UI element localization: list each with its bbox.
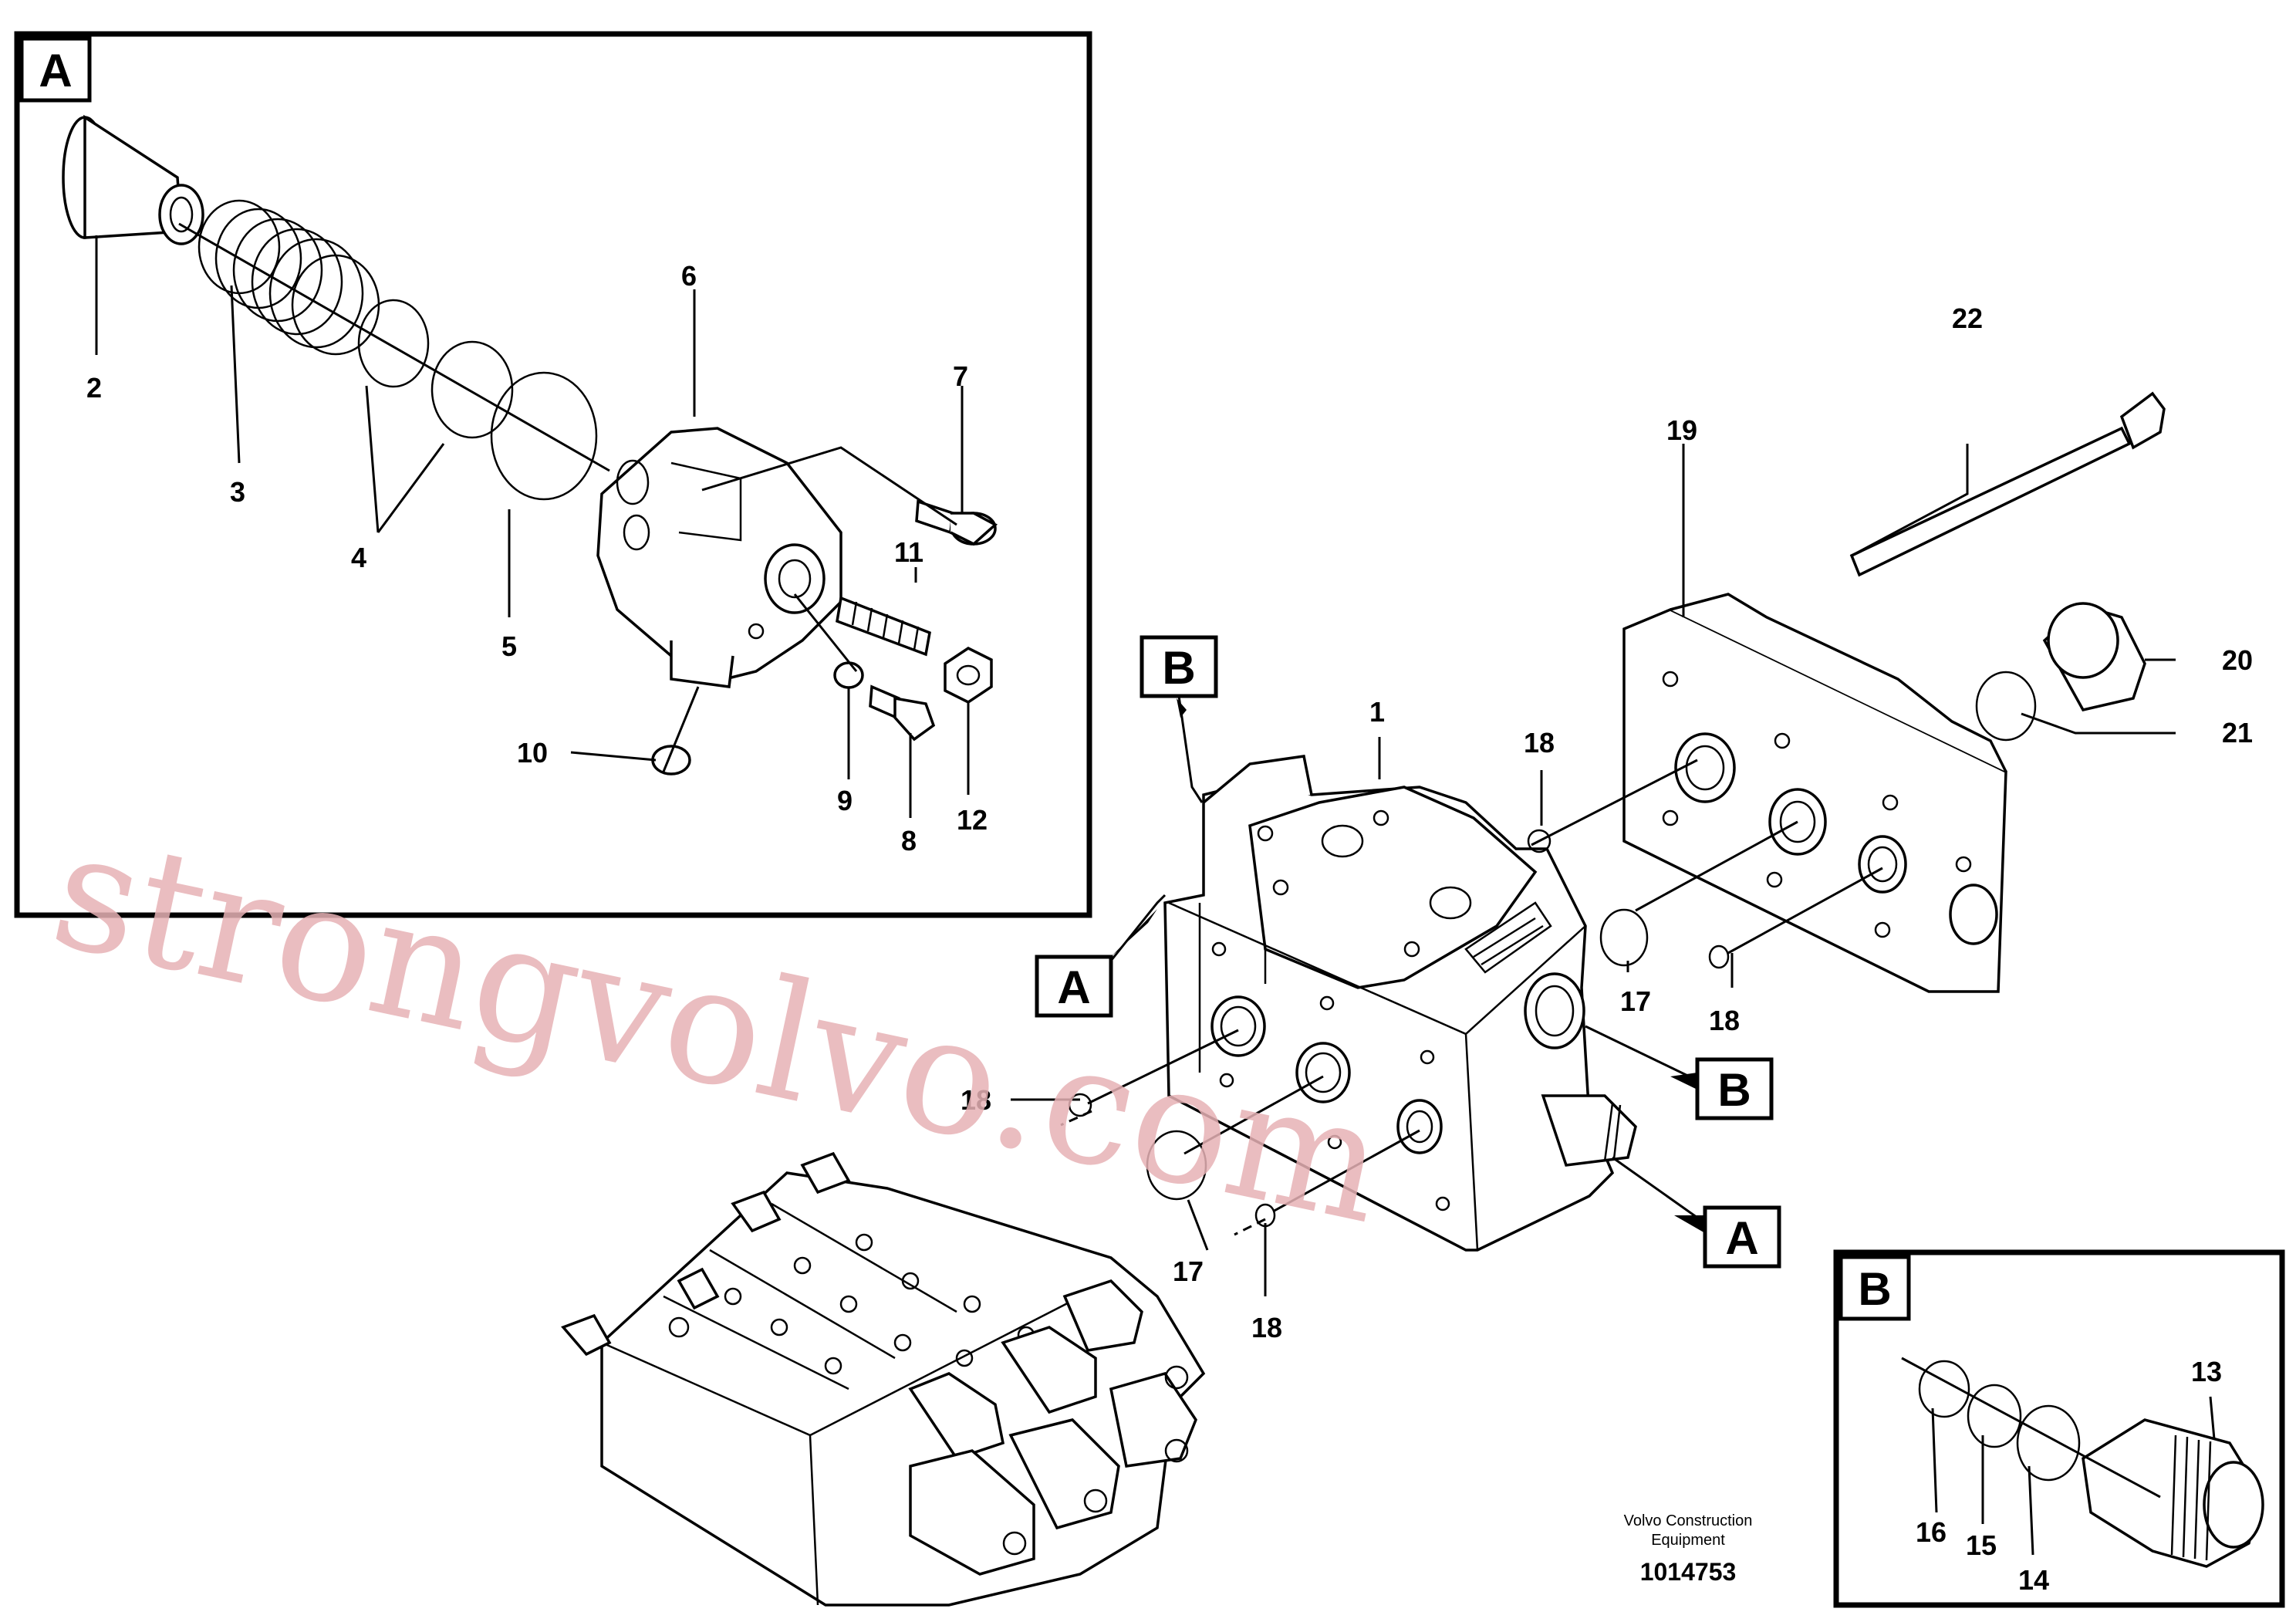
part-number-22: 22 <box>1952 302 1983 334</box>
long-bolt-22 <box>1849 391 2166 577</box>
callout-a-left: A <box>1035 894 1167 1018</box>
o-ring-18-c <box>1068 1093 1092 1117</box>
set-screw-11 <box>836 596 931 657</box>
part-number-16: 16 <box>1916 1516 1947 1548</box>
o-ring-21 <box>1975 671 2037 742</box>
o-ring-4b <box>430 340 514 439</box>
end-cover-19 <box>1622 593 2007 993</box>
svg-text:B: B <box>1717 1064 1751 1116</box>
o-ring-5 <box>490 371 598 501</box>
part-number-1: 1 <box>1369 696 1385 728</box>
main-valve-block <box>1163 755 1637 1252</box>
detail-a-frame <box>14 31 1092 918</box>
cartridge-13 <box>2082 1418 2264 1568</box>
valve-housing-part <box>596 427 842 688</box>
svg-text:A: A <box>1057 961 1090 1013</box>
svg-text:A: A <box>1725 1212 1758 1264</box>
o-ring-17-lower <box>1146 1130 1207 1201</box>
plug-20 <box>2042 602 2146 712</box>
company-name-line2: Equipment <box>1651 1532 1725 1549</box>
detail-b-frame <box>1833 1249 2285 1608</box>
part-number-20: 20 <box>2222 644 2253 676</box>
part-number-3: 3 <box>230 476 245 508</box>
bolt-8 <box>869 684 936 742</box>
o-ring-17-upper <box>1599 908 1649 967</box>
part-number-19: 19 <box>1666 414 1697 446</box>
detail-a-label: A <box>39 45 72 96</box>
part-number-4: 4 <box>351 542 366 573</box>
washer-9 <box>833 661 864 689</box>
part-number-9: 9 <box>837 785 853 816</box>
part-number-17-a: 17 <box>1620 985 1651 1017</box>
part-number-18-d: 18 <box>1251 1312 1282 1343</box>
part-number-18-a: 18 <box>1524 727 1555 759</box>
spring-part <box>198 199 380 356</box>
part-number-12: 12 <box>957 804 988 836</box>
part-number-18-c: 18 <box>961 1084 991 1116</box>
callout-b-upper: B <box>1140 635 1218 803</box>
o-ring-18-b <box>1708 944 1730 969</box>
nut-12 <box>944 646 993 705</box>
part-number-14: 14 <box>2018 1564 2049 1596</box>
part-number-2: 2 <box>86 372 102 404</box>
o-ring-16 <box>1918 1360 1970 1418</box>
part-number-5: 5 <box>501 630 517 662</box>
part-number-17-b: 17 <box>1173 1255 1204 1287</box>
callout-a-right: A <box>1612 1156 1781 1269</box>
o-ring-14 <box>2016 1404 2081 1482</box>
part-number-21: 21 <box>2222 717 2253 748</box>
part-number-7: 7 <box>953 360 968 392</box>
callout-b-right: B <box>1585 1025 1774 1120</box>
part-number-18-b: 18 <box>1709 1005 1740 1036</box>
part-number-13: 13 <box>2191 1356 2222 1387</box>
detail-a-tag <box>19 36 92 103</box>
detail-b-label: B <box>1858 1263 1891 1315</box>
svg-text:B: B <box>1162 642 1195 694</box>
part-number-11: 11 <box>894 536 923 568</box>
o-ring-4a <box>357 299 430 388</box>
detail-b-tag <box>1838 1255 1911 1321</box>
part-number-8: 8 <box>901 825 917 857</box>
part-number-6: 6 <box>681 260 697 292</box>
o-ring-18-a <box>1527 829 1551 853</box>
cap-screw-7 <box>915 499 998 546</box>
control-valve-overview <box>561 1151 1206 1607</box>
part-number-15: 15 <box>1966 1529 1997 1561</box>
o-ring-15 <box>1967 1384 2022 1448</box>
company-name-line1: Volvo Construction <box>1624 1512 1753 1529</box>
sleeve-part <box>62 114 204 245</box>
drawing-number: 1014753 <box>1640 1558 1737 1586</box>
part-number-10: 10 <box>517 737 548 769</box>
